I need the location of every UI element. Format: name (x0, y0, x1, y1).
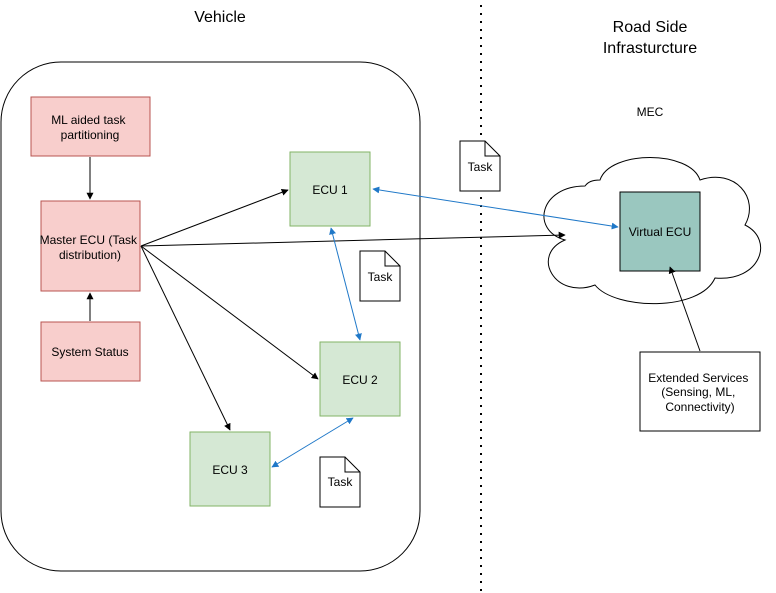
ecu2-box (319, 341, 401, 417)
ecu2-label: ECU 2 (342, 373, 378, 387)
extended-services-box (639, 351, 761, 432)
vehicle-container (0, 61, 421, 572)
vehicle-title: Vehicle (194, 9, 246, 26)
task-document-2: Task (359, 250, 401, 302)
ecu3-label: ECU 3 (212, 463, 248, 477)
master-ecu-box (40, 200, 141, 292)
master-ecu-label: Master ECU (Task distribution) (40, 233, 141, 262)
ecu1-label: ECU 1 (312, 183, 348, 197)
task-label-3: Task (328, 475, 354, 489)
edge-ecu2-ecu3 (271, 417, 354, 468)
edge-master-to-mec (140, 231, 566, 247)
edge-ecu1-ecu2 (329, 227, 362, 341)
ml-task-partitioning-box (30, 96, 151, 157)
ecu3-box (189, 431, 271, 507)
system-status-label: System Status (51, 345, 128, 359)
ecu1-box (289, 151, 371, 227)
edge-ecu1-virtual-ecu (372, 186, 619, 230)
virtual-ecu-label: Virtual ECU (629, 225, 691, 239)
virtual-ecu-box (619, 191, 701, 272)
edge-master-to-ecu2 (140, 245, 319, 380)
mec-label: MEC (637, 105, 664, 119)
roadside-title-line2: Infrasturcture (603, 40, 697, 57)
edge-extended-to-virtual-ecu (668, 266, 701, 352)
edge-master-to-ecu1 (140, 188, 289, 247)
ml-label: ML aided task partitioning (51, 113, 129, 142)
task-document-1: Task (459, 140, 501, 192)
task-document-3: Task (319, 456, 361, 508)
roadside-title-line1: Road Side (613, 19, 688, 36)
task-label-2: Task (368, 270, 394, 284)
extended-services-label: Extended Services (Sensing, ML, Connecti… (648, 371, 751, 414)
edge-master-to-ecu3 (140, 245, 231, 431)
system-status-box (40, 321, 141, 382)
task-label-1: Task (468, 160, 494, 174)
